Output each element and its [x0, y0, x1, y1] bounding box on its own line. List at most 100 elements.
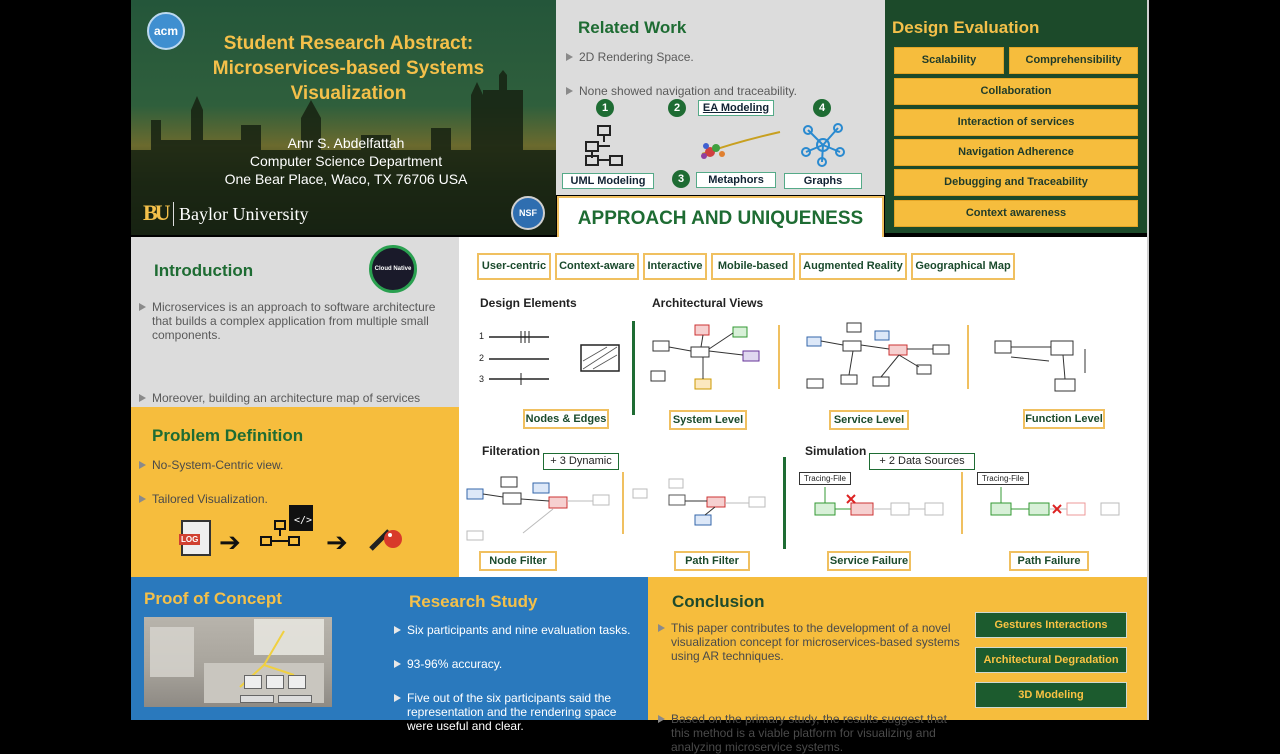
svg-text:</>: </> [294, 515, 312, 526]
node-filter-sketch [466, 476, 610, 541]
divider [778, 325, 780, 389]
system-level-label: System Level [669, 410, 747, 430]
conclusion-bullet: Based on the primary study, the results … [657, 712, 967, 754]
poster-title-line3: Visualization [290, 83, 407, 104]
tag-interactive: Interactive [643, 253, 707, 280]
service-level-sketch [806, 322, 950, 389]
service-failure-label: Service Failure [827, 551, 911, 571]
author-name: Amr S. Abdelfattah [287, 135, 405, 151]
path-filter-label: Path Filter [674, 551, 750, 571]
path-failure-sketch [990, 487, 1120, 516]
department: Computer Science Department [249, 153, 443, 169]
design-evaluation-title: Design Evaluation [892, 18, 1040, 37]
function-level-sketch [994, 340, 1086, 392]
tracing-file-label: Tracing-File [977, 472, 1029, 485]
approach-title-box: APPROACH AND UNIQUENESS [557, 196, 884, 241]
code-diagram-icon: </> [260, 505, 313, 546]
data-sources-badge: + 2 Data Sources [869, 453, 975, 470]
problem-panel: Problem Definition No-System-Centric vie… [131, 407, 459, 577]
architectural-views-heading: Architectural Views [652, 296, 764, 310]
metaphors-label: Metaphors [696, 172, 776, 188]
filteration-heading: Filteration [482, 444, 541, 458]
nsf-logo: NSF [511, 196, 545, 230]
study-bullet: Five out of the six participants said th… [393, 691, 643, 733]
number-badge-3: 3 [672, 170, 690, 188]
divider [961, 472, 963, 534]
problem-bullet: Tailored Visualization. [138, 492, 438, 506]
poster-title-line2: Microservices-based Systems [212, 58, 485, 79]
proof-of-concept-title: Proof of Concept [144, 589, 282, 608]
future-gestures-interactions: Gestures Interactions [975, 612, 1127, 638]
related-work-title: Related Work [578, 18, 687, 37]
baylor-bu-logo: BU [143, 200, 171, 225]
problem-title: Problem Definition [152, 426, 304, 445]
future-architectural-degradation: Architectural Degradation [975, 647, 1127, 673]
poster-title-line1: Student Research Abstract: [223, 33, 474, 54]
divider [783, 457, 786, 549]
path-failure-label: Path Failure [1009, 551, 1089, 571]
related-bullet: None showed navigation and traceability. [565, 84, 865, 98]
arrow-icon: ➔ [326, 527, 348, 557]
eval-navigation-adherence: Navigation Adherence [894, 139, 1138, 166]
address: One Bear Place, Waco, TX 76706 USA [224, 171, 468, 187]
service-failure-sketch [814, 487, 944, 516]
nodes-edges-label: Nodes & Edges [523, 409, 609, 429]
study-bullet: 93-96% accuracy. [393, 657, 643, 671]
ea-modeling-label: EA Modeling [698, 100, 774, 116]
study-bullet: Six participants and nine evaluation tas… [393, 623, 643, 637]
eval-interaction-of-services: Interaction of services [894, 109, 1138, 136]
baylor-university-wordmark: Baylor University [179, 204, 309, 224]
eval-debugging-traceability: Debugging and Traceability [894, 169, 1138, 196]
conclusion-bullet: This paper contributes to the developmen… [657, 621, 967, 663]
header-panel: acm Student Research Abstract: Microserv… [131, 0, 556, 235]
eval-comprehensibility: Comprehensibility [1009, 47, 1138, 74]
uml-modeling-label: UML Modeling [562, 173, 654, 189]
eval-collaboration: Collaboration [894, 78, 1138, 105]
ea-modeling-icon [701, 131, 781, 159]
ar-app-screenshot [144, 617, 332, 707]
function-level-label: Function Level [1023, 409, 1105, 429]
research-study-title: Research Study [409, 592, 538, 611]
acm-logo: acm [147, 12, 185, 50]
conclusion-panel: Conclusion This paper contributes to the… [648, 577, 1147, 754]
svg-text:3: 3 [479, 374, 484, 384]
log-file-icon: LOG [179, 520, 211, 556]
proof-study-panel: Proof of Concept Research Study Six part… [131, 577, 648, 733]
divider [622, 472, 624, 534]
simulation-heading: Simulation [805, 444, 867, 458]
related-bullet: 2D Rendering Space. [565, 50, 865, 64]
introduction-title: Introduction [154, 261, 254, 280]
number-badge-2: 2 [668, 99, 686, 117]
graphs-label: Graphs [784, 173, 862, 189]
introduction-panel: Introduction Cloud Native Microservices … [131, 237, 459, 433]
system-level-sketch [650, 324, 760, 390]
node-filter-label: Node Filter [479, 551, 557, 571]
campus-skyline-illustration [131, 70, 556, 235]
tag-user-centric: User-centric [477, 253, 551, 280]
tag-mobile-based: Mobile-based [711, 253, 795, 280]
intro-bullet: Microservices is an approach to software… [138, 300, 443, 342]
eval-scalability: Scalability [894, 47, 1004, 74]
cloud-native-badge: Cloud Native [369, 245, 417, 293]
number-badge-1: 1 [596, 99, 614, 117]
problem-bullet: No-System-Centric view. [138, 458, 438, 472]
dynamic-badge: + 3 Dynamic [543, 453, 619, 470]
tag-context-aware: Context-aware [555, 253, 639, 280]
divider [632, 321, 635, 415]
tag-geographical-map: Geographical Map [911, 253, 1015, 280]
divider [967, 325, 969, 389]
conclusion-title: Conclusion [672, 592, 765, 611]
svg-text:1: 1 [479, 331, 484, 341]
path-filter-sketch [632, 478, 766, 526]
future-3d-modeling: 3D Modeling [975, 682, 1127, 708]
arrow-icon: ➔ [219, 527, 241, 557]
design-elements-heading: Design Elements [480, 296, 577, 310]
tracing-file-label: Tracing-File [799, 472, 851, 485]
svg-text:2: 2 [479, 353, 484, 363]
related-work-panel: Related Work 2D Rendering Space. None sh… [556, 0, 885, 195]
bug-wrench-icon [369, 529, 402, 551]
uml-diagram-icon [585, 125, 623, 166]
graph-network-icon [801, 123, 845, 167]
service-level-label: Service Level [829, 410, 909, 430]
tag-augmented-reality: Augmented Reality [799, 253, 907, 280]
